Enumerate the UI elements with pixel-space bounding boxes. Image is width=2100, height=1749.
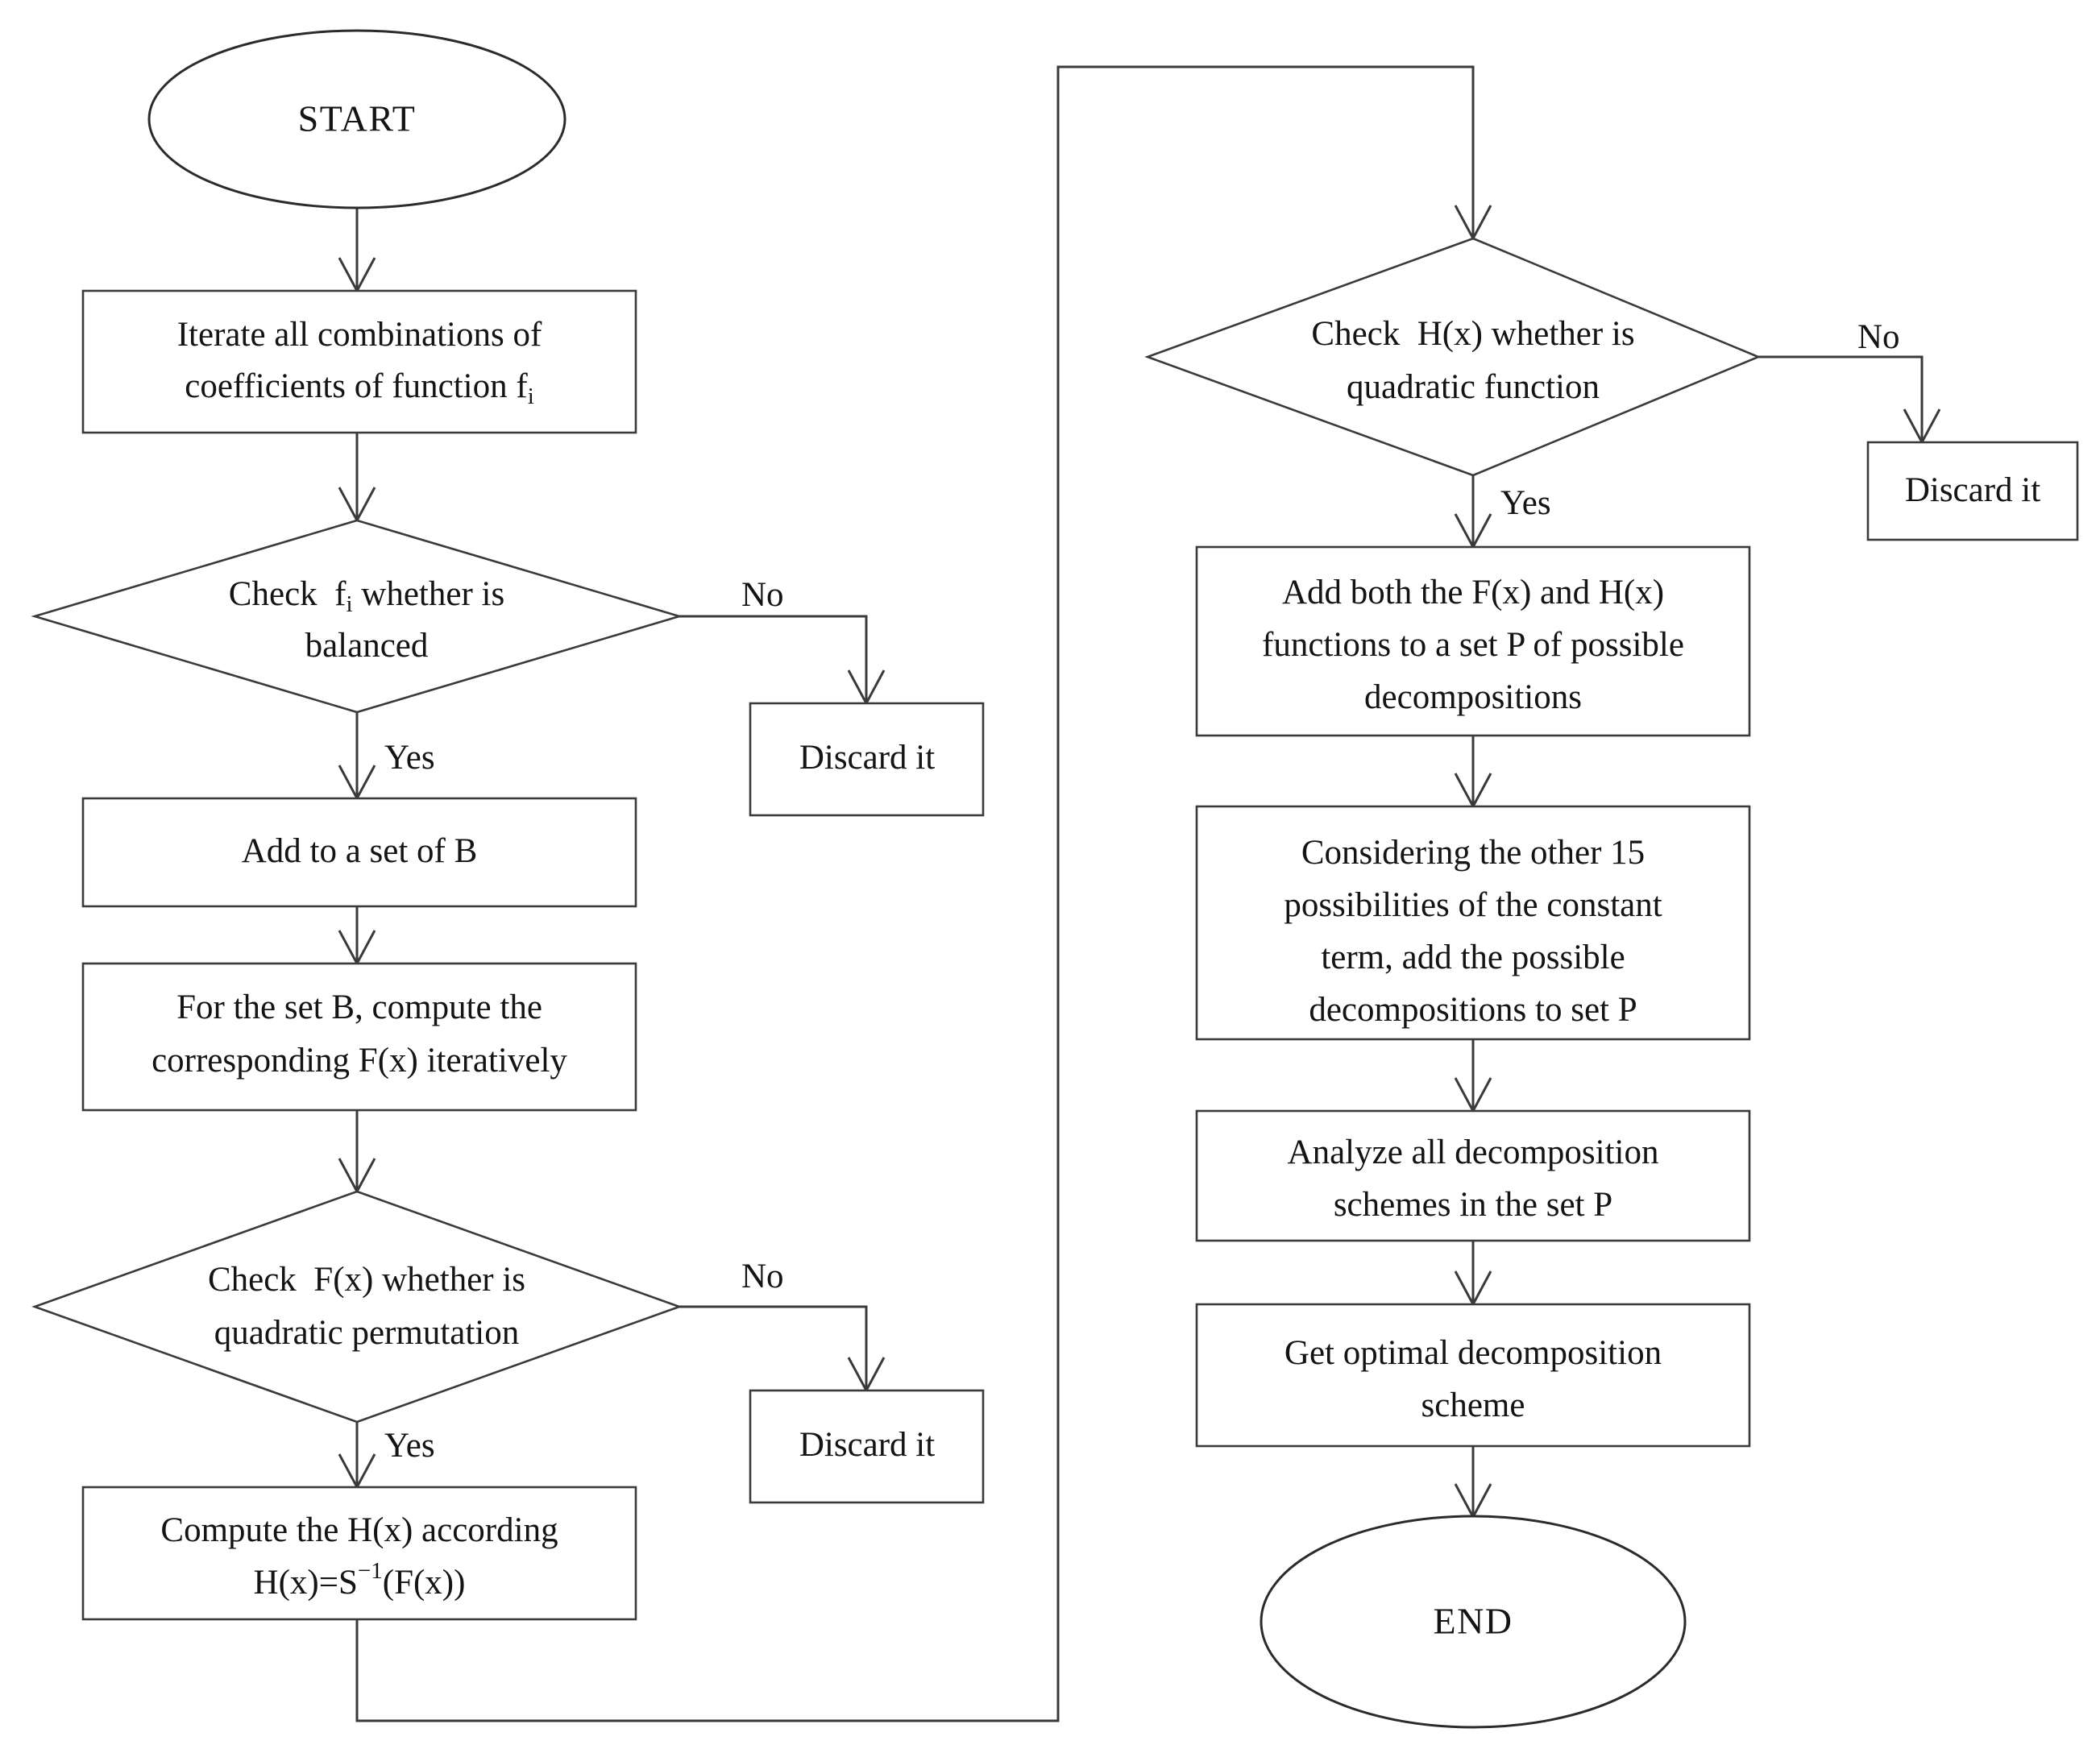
edge-considering-to-analyze xyxy=(1454,1039,1492,1114)
edge-check-fi-no xyxy=(679,615,886,707)
node-check-fx-line1: Check F(x) whether is xyxy=(208,1261,525,1299)
node-discard-3-label: Discard it xyxy=(1905,471,2040,509)
edge-label-fx-yes: Yes xyxy=(384,1427,435,1465)
node-get-optimal[interactable]: Get optimal decomposition scheme xyxy=(1195,1303,1751,1448)
edge-getoptimal-to-end xyxy=(1454,1446,1492,1520)
node-discard-1[interactable]: Discard it xyxy=(749,702,985,817)
edge-check-hx-no xyxy=(1758,355,1941,446)
edge-label-fx-no: No xyxy=(741,1258,784,1295)
node-compute-hx-line1: Compute the H(x) according xyxy=(160,1511,558,1549)
node-analyze-all-line2: schemes in the set P xyxy=(1334,1186,1612,1224)
node-add-set-b-label: Add to a set of B xyxy=(242,832,478,870)
node-considering-15[interactable]: Considering the other 15 possibilities o… xyxy=(1195,805,1751,1041)
edge-addsetp-to-considering xyxy=(1454,736,1492,810)
node-check-hx-line1: Check H(x) whether is xyxy=(1311,315,1634,353)
node-discard-1-label: Discard it xyxy=(799,739,935,777)
node-add-set-p-line1: Add both the F(x) and H(x) xyxy=(1282,574,1664,611)
node-iterate-line1: Iterate all combinations of xyxy=(177,316,542,354)
edge-addb-to-computefx xyxy=(338,906,376,967)
edge-check-hx-yes xyxy=(1454,475,1492,550)
edge-check-fx-no xyxy=(679,1305,886,1394)
node-check-fi[interactable]: Check fi whether is balanced xyxy=(31,519,683,714)
node-analyze-all[interactable]: Analyze all decomposition schemes in the… xyxy=(1195,1109,1751,1242)
edge-label-hx-no: No xyxy=(1857,318,1900,356)
node-end-label: END xyxy=(1433,1601,1513,1642)
edge-analyze-to-getoptimal xyxy=(1454,1241,1492,1308)
node-compute-fx-line2: corresponding F(x) iteratively xyxy=(151,1042,567,1080)
node-check-fi-line2: balanced xyxy=(305,627,429,665)
node-check-fx[interactable]: Check F(x) whether is quadratic permutat… xyxy=(31,1190,683,1424)
node-iterate-line2: coefficients of function fi xyxy=(185,367,534,409)
node-start[interactable]: START xyxy=(147,29,567,209)
node-add-set-b[interactable]: Add to a set of B xyxy=(81,797,637,908)
node-get-optimal-line1: Get optimal decomposition xyxy=(1284,1334,1662,1372)
node-considering-15-line3: term, add the possible xyxy=(1321,939,1625,976)
node-iterate-combinations[interactable]: Iterate all combinations of coefficients… xyxy=(81,289,637,434)
node-compute-fx[interactable]: For the set B, compute the corresponding… xyxy=(81,962,637,1112)
edge-computefx-to-checkfx xyxy=(338,1110,376,1195)
node-considering-15-line2: possibilities of the constant xyxy=(1284,886,1662,924)
node-considering-15-line4: decompositions to set P xyxy=(1309,991,1637,1029)
node-considering-15-line1: Considering the other 15 xyxy=(1301,834,1645,872)
edge-check-fx-yes xyxy=(338,1422,376,1490)
node-start-label: START xyxy=(298,98,417,139)
node-check-fx-line2: quadratic permutation xyxy=(214,1314,520,1352)
node-compute-hx[interactable]: Compute the H(x) according H(x)=S−1(F(x)… xyxy=(81,1486,637,1621)
edge-start-to-iterate xyxy=(338,207,376,294)
node-analyze-all-line1: Analyze all decomposition xyxy=(1288,1134,1659,1171)
edge-check-fi-yes xyxy=(338,713,376,802)
node-compute-hx-line2: H(x)=S−1(F(x)) xyxy=(254,1558,466,1602)
node-end[interactable]: END xyxy=(1260,1515,1687,1729)
node-add-set-p-line3: decompositions xyxy=(1364,678,1582,716)
node-add-set-p-line2: functions to a set P of possible xyxy=(1262,626,1684,664)
edge-iterate-to-check-fi xyxy=(338,433,376,524)
node-discard-2[interactable]: Discard it xyxy=(749,1389,985,1504)
node-compute-fx-line1: For the set B, compute the xyxy=(176,988,542,1026)
node-get-optimal-line2: scheme xyxy=(1421,1386,1525,1424)
edge-label-fi-no: No xyxy=(741,576,784,614)
node-check-hx-line2: quadratic function xyxy=(1347,368,1600,406)
node-discard-3[interactable]: Discard it xyxy=(1866,441,2079,541)
edge-label-fi-yes: Yes xyxy=(384,739,435,777)
node-check-fi-line1: Check fi whether is xyxy=(229,575,504,617)
node-discard-2-label: Discard it xyxy=(799,1426,935,1464)
node-check-hx[interactable]: Check H(x) whether is quadratic function xyxy=(1144,237,1762,477)
edge-label-hx-yes: Yes xyxy=(1500,484,1551,522)
node-add-set-p[interactable]: Add both the F(x) and H(x) functions to … xyxy=(1195,545,1751,737)
